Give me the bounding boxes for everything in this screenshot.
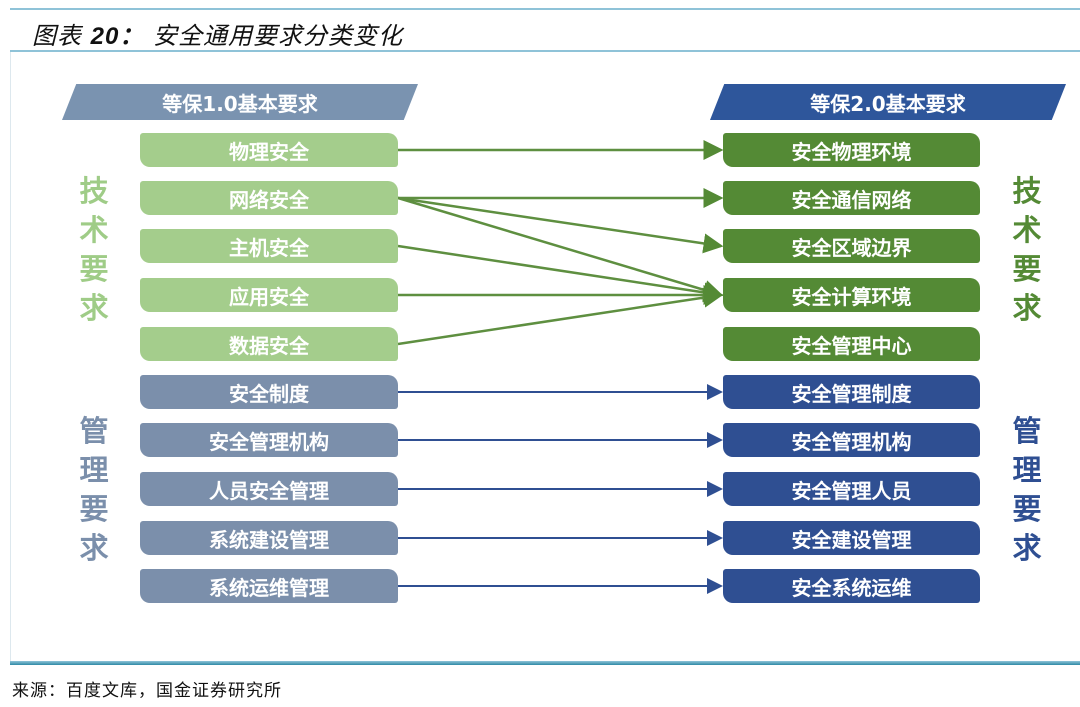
- left-item-box: 人员安全管理: [140, 472, 398, 506]
- source-note: 来源：百度文库，国金证券研究所: [12, 681, 282, 701]
- right-item-box: 安全管理中心: [723, 327, 980, 361]
- left-item-box: 主机安全: [140, 229, 398, 263]
- right-item-box: 安全系统运维: [723, 569, 980, 603]
- right-tech-label: 技术要求: [1012, 174, 1042, 325]
- diagram-frame: [10, 52, 1080, 662]
- right-item-box: 安全区域边界: [723, 229, 980, 263]
- left-item-box: 安全制度: [140, 375, 398, 409]
- right-item-box: 安全建设管理: [723, 521, 980, 555]
- right-item-box: 安全计算环境: [723, 278, 980, 312]
- right-item-box: 安全管理制度: [723, 375, 980, 409]
- left-item-box: 系统运维管理: [140, 569, 398, 603]
- left-item-box: 网络安全: [140, 181, 398, 215]
- left-item-box: 数据安全: [140, 327, 398, 361]
- left-tech-label: 技术要求: [79, 174, 109, 325]
- right-item-box: 安全物理环境: [723, 133, 980, 167]
- left-mgmt-label: 管理要求: [79, 414, 109, 565]
- right-item-box: 安全管理人员: [723, 472, 980, 506]
- left-item-box: 安全管理机构: [140, 423, 398, 457]
- figure-title: 图表 20： 安全通用要求分类变化: [32, 22, 403, 50]
- left-header: 等保1.0基本要求: [62, 84, 418, 120]
- right-item-box: 安全管理机构: [723, 423, 980, 457]
- right-header: 等保2.0基本要求: [710, 84, 1066, 120]
- left-item-box: 物理安全: [140, 133, 398, 167]
- bottom-rule: [10, 661, 1080, 665]
- left-item-box: 应用安全: [140, 278, 398, 312]
- left-item-box: 系统建设管理: [140, 521, 398, 555]
- right-mgmt-label: 管理要求: [1012, 414, 1042, 565]
- figure-title-bar: 图表 20： 安全通用要求分类变化: [10, 8, 1080, 52]
- right-item-box: 安全通信网络: [723, 181, 980, 215]
